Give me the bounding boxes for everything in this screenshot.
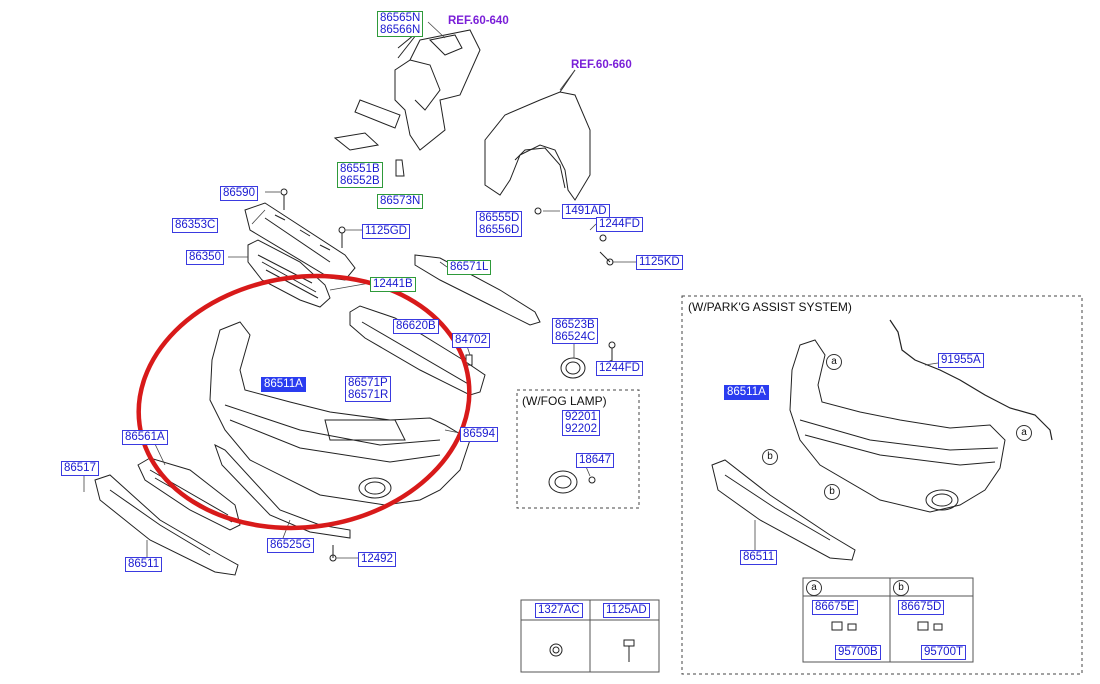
grille-bracket-drawing xyxy=(244,202,356,281)
part-label-86561a[interactable]: 86561A xyxy=(122,430,168,445)
callout-b: b xyxy=(824,484,840,500)
part-number: 86523B xyxy=(555,319,595,331)
part-label-86350[interactable]: 86350 xyxy=(186,250,224,265)
part-label-86675d[interactable]: 86675D xyxy=(898,600,945,615)
part-number: 86524C xyxy=(555,331,596,343)
part-label-12441b[interactable]: 12441B xyxy=(370,277,416,292)
clip-86551b-drawing xyxy=(333,132,380,151)
hardware-icons xyxy=(549,621,943,662)
part-number: 92201 xyxy=(565,411,597,423)
park-assist-bumper-drawing xyxy=(789,339,1006,513)
park-assist-bezel-drawing xyxy=(711,459,856,561)
part-label-86555d[interactable]: 86555D 86556D xyxy=(476,211,523,237)
part-number: 86571P xyxy=(348,377,388,389)
part-label-86511a[interactable]: 86511A xyxy=(261,377,306,392)
part-label-86525g[interactable]: 86525G xyxy=(267,538,314,553)
part-label-1125ad[interactable]: 1125AD xyxy=(603,603,650,618)
part-label-86353c[interactable]: 86353C xyxy=(172,218,219,233)
park-assist-section-title: (W/PARK'G ASSIST SYSTEM) xyxy=(688,300,852,314)
absorber-drawing xyxy=(349,305,486,396)
part-number: 86565N xyxy=(380,12,421,24)
part-label-1125kd[interactable]: 1125KD xyxy=(636,255,683,270)
hardware-table xyxy=(520,599,660,673)
part-label-86511a-park[interactable]: 86511A xyxy=(724,385,769,400)
part-label-86517[interactable]: 86517 xyxy=(61,461,99,476)
part-number: 92202 xyxy=(565,423,597,435)
part-label-92201[interactable]: 92201 92202 xyxy=(562,410,600,436)
part-label-91955a[interactable]: 91955A xyxy=(938,353,984,368)
fog-cover-drawing xyxy=(560,357,586,379)
part-number: 86552B xyxy=(340,175,380,187)
part-number: 86566N xyxy=(380,24,421,36)
park-assist-section-box xyxy=(681,295,1083,675)
bolts-drawing xyxy=(280,188,616,562)
part-label-86675e[interactable]: 86675E xyxy=(812,600,858,615)
fog-lamp-section-box xyxy=(516,389,640,509)
fender-drawing xyxy=(484,69,591,201)
grommet-table xyxy=(802,577,974,663)
part-label-86594[interactable]: 86594 xyxy=(460,427,498,442)
part-label-1244fd-top[interactable]: 1244FD xyxy=(596,217,643,232)
part-label-86571p[interactable]: 86571P 86571R xyxy=(345,376,392,402)
part-label-12492[interactable]: 12492 xyxy=(358,552,396,567)
ref-60-660[interactable]: REF.60-660 xyxy=(571,59,632,71)
highlight-ellipse xyxy=(136,273,472,531)
part-label-86551b[interactable]: 86551B 86552B xyxy=(337,162,383,188)
fog-lamp-section-title: (W/FOG LAMP) xyxy=(522,394,607,408)
part-label-1125gd[interactable]: 1125GD xyxy=(362,224,410,239)
part-label-86590[interactable]: 86590 xyxy=(220,186,258,201)
part-label-1491ad[interactable]: 1491AD xyxy=(562,204,610,219)
skid-plate-drawing xyxy=(214,444,351,539)
table-callout-b: b xyxy=(893,580,909,596)
part-label-1244fd[interactable]: 1244FD xyxy=(596,361,643,376)
ref-60-640[interactable]: REF.60-640 xyxy=(448,15,509,27)
part-label-86573n[interactable]: 86573N xyxy=(377,194,424,209)
part-label-18647[interactable]: 18647 xyxy=(576,453,614,468)
clip-86573n-drawing xyxy=(395,159,405,177)
part-number: 86551B xyxy=(340,163,380,175)
headlamp-bracket-drawing xyxy=(354,29,481,151)
part-label-86565n[interactable]: 86565N 86566N xyxy=(377,11,424,37)
part-number: 86555D xyxy=(479,212,520,224)
part-label-95700b[interactable]: 95700B xyxy=(835,645,881,660)
part-label-95700t[interactable]: 95700T xyxy=(921,645,967,660)
part-label-86523b[interactable]: 86523B 86524C xyxy=(552,318,599,344)
part-number: 86556D xyxy=(479,224,520,236)
callout-b: b xyxy=(762,449,778,465)
callout-a: a xyxy=(1016,425,1032,441)
wiring-harness-drawing xyxy=(889,319,1053,441)
part-label-1327ac[interactable]: 1327AC xyxy=(535,603,583,618)
part-number: 86571R xyxy=(348,389,389,401)
radiator-grille-drawing xyxy=(247,239,331,308)
bezel-86511-drawing xyxy=(94,474,239,576)
fog-lamp-drawing xyxy=(548,470,596,494)
table-callout-a: a xyxy=(806,580,822,596)
part-label-86571l[interactable]: 86571L xyxy=(447,260,492,275)
part-label-84702[interactable]: 84702 xyxy=(452,333,490,348)
callout-a: a xyxy=(826,354,842,370)
part-label-86620b[interactable]: 86620B xyxy=(393,319,439,334)
leader-lines xyxy=(83,21,939,559)
part-label-86511-park[interactable]: 86511 xyxy=(740,550,778,565)
part-label-86511[interactable]: 86511 xyxy=(125,557,163,572)
